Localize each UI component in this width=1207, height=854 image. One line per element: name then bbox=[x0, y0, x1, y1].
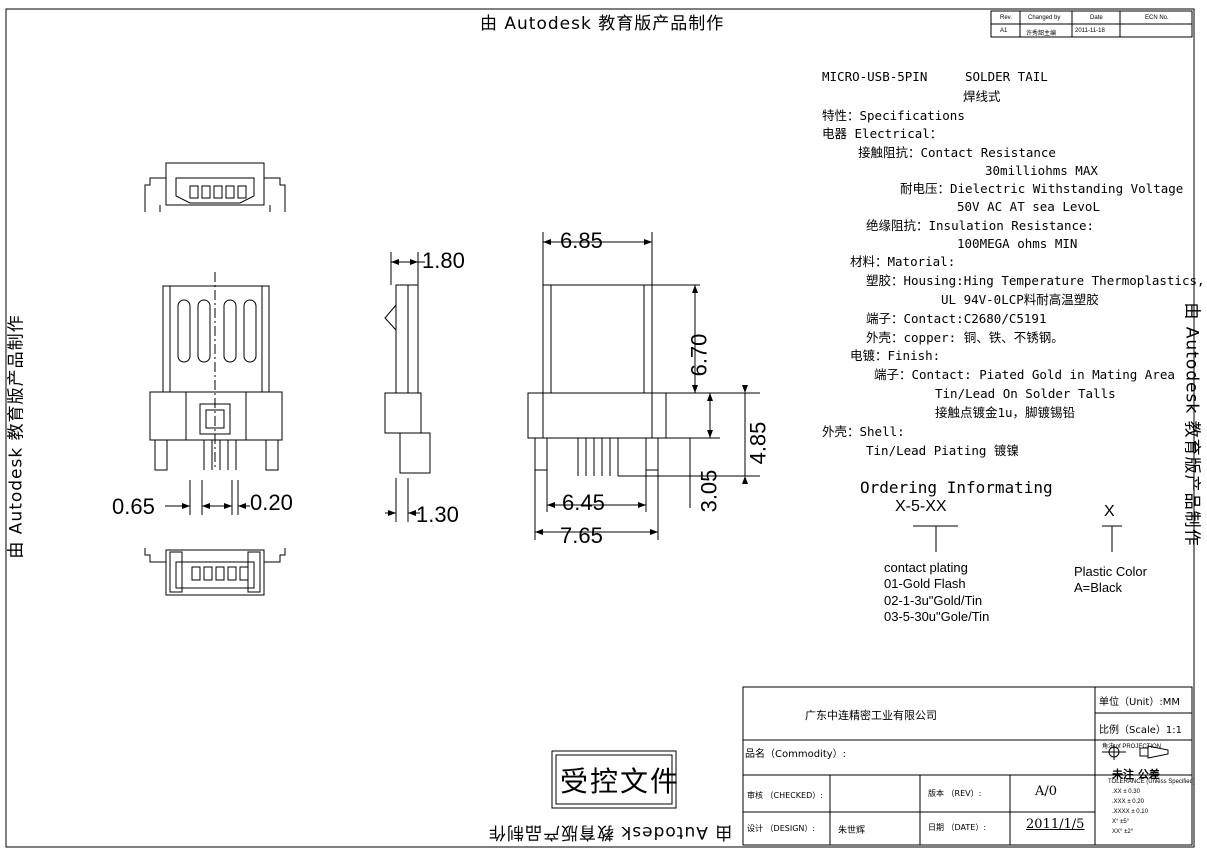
title-block-grid bbox=[742, 686, 1193, 846]
spec-title-3: 焊线式 bbox=[963, 89, 1001, 104]
scale-label: 比例（Scale）1:1 bbox=[1099, 725, 1182, 736]
dimension-arrows bbox=[182, 239, 748, 535]
tolerance-subtitle: TOLERANCE (Unless Specified) bbox=[1108, 779, 1195, 785]
ordering-title: Ordering Informating bbox=[860, 478, 1053, 497]
spec-line: 50V AC AT sea LevoL bbox=[957, 199, 1100, 214]
rev-label: 版本 （REV）: bbox=[928, 789, 982, 798]
dim-0-20: 0.20 bbox=[250, 490, 293, 515]
controlled-document-stamp: 受控文件 bbox=[560, 765, 681, 798]
rev-value: A/0 bbox=[1035, 784, 1058, 799]
spec-line: 特性：Specifications bbox=[822, 108, 965, 123]
revision-table-grid bbox=[990, 10, 1193, 38]
dim-0-65: 0.65 bbox=[112, 494, 155, 519]
rev-header-ecn: ECN No. bbox=[1145, 15, 1169, 21]
color-line: A=Black bbox=[1074, 580, 1123, 595]
watermark-top: 由 Autodesk 教育版产品制作 bbox=[480, 14, 725, 34]
design-label: 设计 （DESIGN）: bbox=[747, 824, 816, 833]
spec-line: 端子：Contact:C2680/C5191 bbox=[866, 311, 1047, 326]
spec-line: 接触阻抗：Contact Resistance bbox=[858, 145, 1056, 160]
tolerance-line: .XX ± 0.30 bbox=[1112, 789, 1140, 795]
dim-3-05: 3.05 bbox=[696, 469, 722, 513]
rev-cell-changed-by: 许秀韶主编 bbox=[1026, 31, 1057, 37]
rev-cell-date: 2011-11-18 bbox=[1075, 28, 1105, 34]
plating-line: contact plating bbox=[884, 560, 968, 575]
ordering-code: X-5-XX bbox=[895, 498, 947, 515]
watermark-left: 由 Autodesk 教育版产品制作 bbox=[6, 314, 27, 559]
unit-label: 单位（Unit）:MM bbox=[1099, 697, 1180, 708]
color-line: Plastic Color bbox=[1074, 564, 1147, 579]
dim-1-80: 1.80 bbox=[422, 248, 465, 273]
spec-title-1: MICRO-USB-5PIN bbox=[822, 69, 928, 84]
spec-line: UL 94V-0LCP料耐高温塑胶 bbox=[941, 292, 1099, 307]
rev-header-changed-by: Changed by bbox=[1028, 15, 1061, 21]
checked-label: 审核 （CHECKED）: bbox=[747, 791, 823, 800]
rev-header-date: Date bbox=[1090, 15, 1103, 21]
spec-line: 耐电压：Dielectric Withstanding Voltage bbox=[900, 181, 1184, 196]
rev-cell-rev: A1 bbox=[1000, 28, 1008, 34]
tolerance-line: X° ±5° bbox=[1112, 819, 1130, 825]
tolerance-line: XX° ±2° bbox=[1112, 829, 1134, 835]
dim-1-30: 1.30 bbox=[416, 502, 459, 527]
spec-line: 电器 Electrical： bbox=[822, 126, 943, 141]
rev-header-rev: Rev. bbox=[1000, 15, 1012, 21]
spec-line: 电镀：Finish: bbox=[850, 348, 941, 363]
bottom-front-view bbox=[144, 548, 286, 596]
spec-line: 30milliohms MAX bbox=[985, 163, 1098, 178]
spec-line: 绝缘阻抗：Insulation Resistance: bbox=[866, 218, 1095, 233]
spec-line: 塑胶：Housing:Hing Temperature Thermoplasti… bbox=[866, 273, 1205, 288]
watermark-right: 由 Autodesk 教育版产品制作 bbox=[1181, 302, 1202, 547]
spec-line: 端子：Contact: Piated Gold in Mating Area bbox=[874, 367, 1175, 382]
commodity-label: 品名（Commodity）: bbox=[745, 749, 847, 760]
company-name: 广东中连精密工业有限公司 bbox=[805, 709, 937, 722]
tolerance-title: 未注 公差 bbox=[1112, 768, 1160, 781]
spec-line: 接触点镀金1u，脚镀锡铅 bbox=[935, 405, 1076, 420]
designer-name: 朱世辉 bbox=[838, 826, 866, 836]
stamp-outer bbox=[551, 750, 677, 809]
spec-title-2: SOLDER TAIL bbox=[965, 69, 1048, 84]
date-label: 日期 （DATE）: bbox=[928, 823, 987, 832]
ordering-leaders bbox=[913, 525, 1122, 552]
top-view bbox=[149, 272, 283, 515]
side-view bbox=[384, 252, 431, 522]
spec-line: 100MEGA ohms MIN bbox=[957, 236, 1078, 251]
dim-6-85: 6.85 bbox=[560, 228, 603, 253]
front-view-top bbox=[144, 162, 286, 212]
date-value: 2011/1/5 bbox=[1026, 817, 1085, 832]
plating-line: 02-1-3u"Gold/Tin bbox=[884, 593, 983, 608]
stamp-inner bbox=[555, 754, 673, 805]
tolerance-line: .XXX ± 0.20 bbox=[1112, 799, 1144, 805]
spec-line: 材料：Matorial: bbox=[850, 254, 956, 269]
plating-line: 03-5-30u"Gole/Tin bbox=[884, 609, 990, 624]
tolerance-line: .XXXX ± 0.10 bbox=[1112, 809, 1148, 815]
spec-line: Tin/Lead Piating 镀镍 bbox=[866, 443, 1019, 458]
dim-4-85: 4.85 bbox=[745, 421, 771, 465]
dim-6-45: 6.45 bbox=[562, 490, 605, 515]
spec-line: 外壳：Shell: bbox=[822, 424, 905, 439]
projection-label: 角法 of PROJECTION bbox=[1102, 744, 1162, 750]
dim-7-65: 7.65 bbox=[560, 523, 603, 548]
watermark-bottom: 由 Autodesk 教育版产品制作 bbox=[488, 822, 733, 842]
ordering-color-code: X bbox=[1104, 503, 1115, 520]
sheet-border bbox=[5, 8, 1195, 848]
front-view bbox=[527, 232, 760, 540]
spec-line: 外壳：copper: 铜、铁、不锈钢。 bbox=[866, 330, 1064, 345]
spec-line: Tin/Lead On Solder Talls bbox=[935, 386, 1116, 401]
plating-line: 01-Gold Flash bbox=[884, 576, 966, 591]
dim-6-70: 6.70 bbox=[686, 333, 712, 377]
